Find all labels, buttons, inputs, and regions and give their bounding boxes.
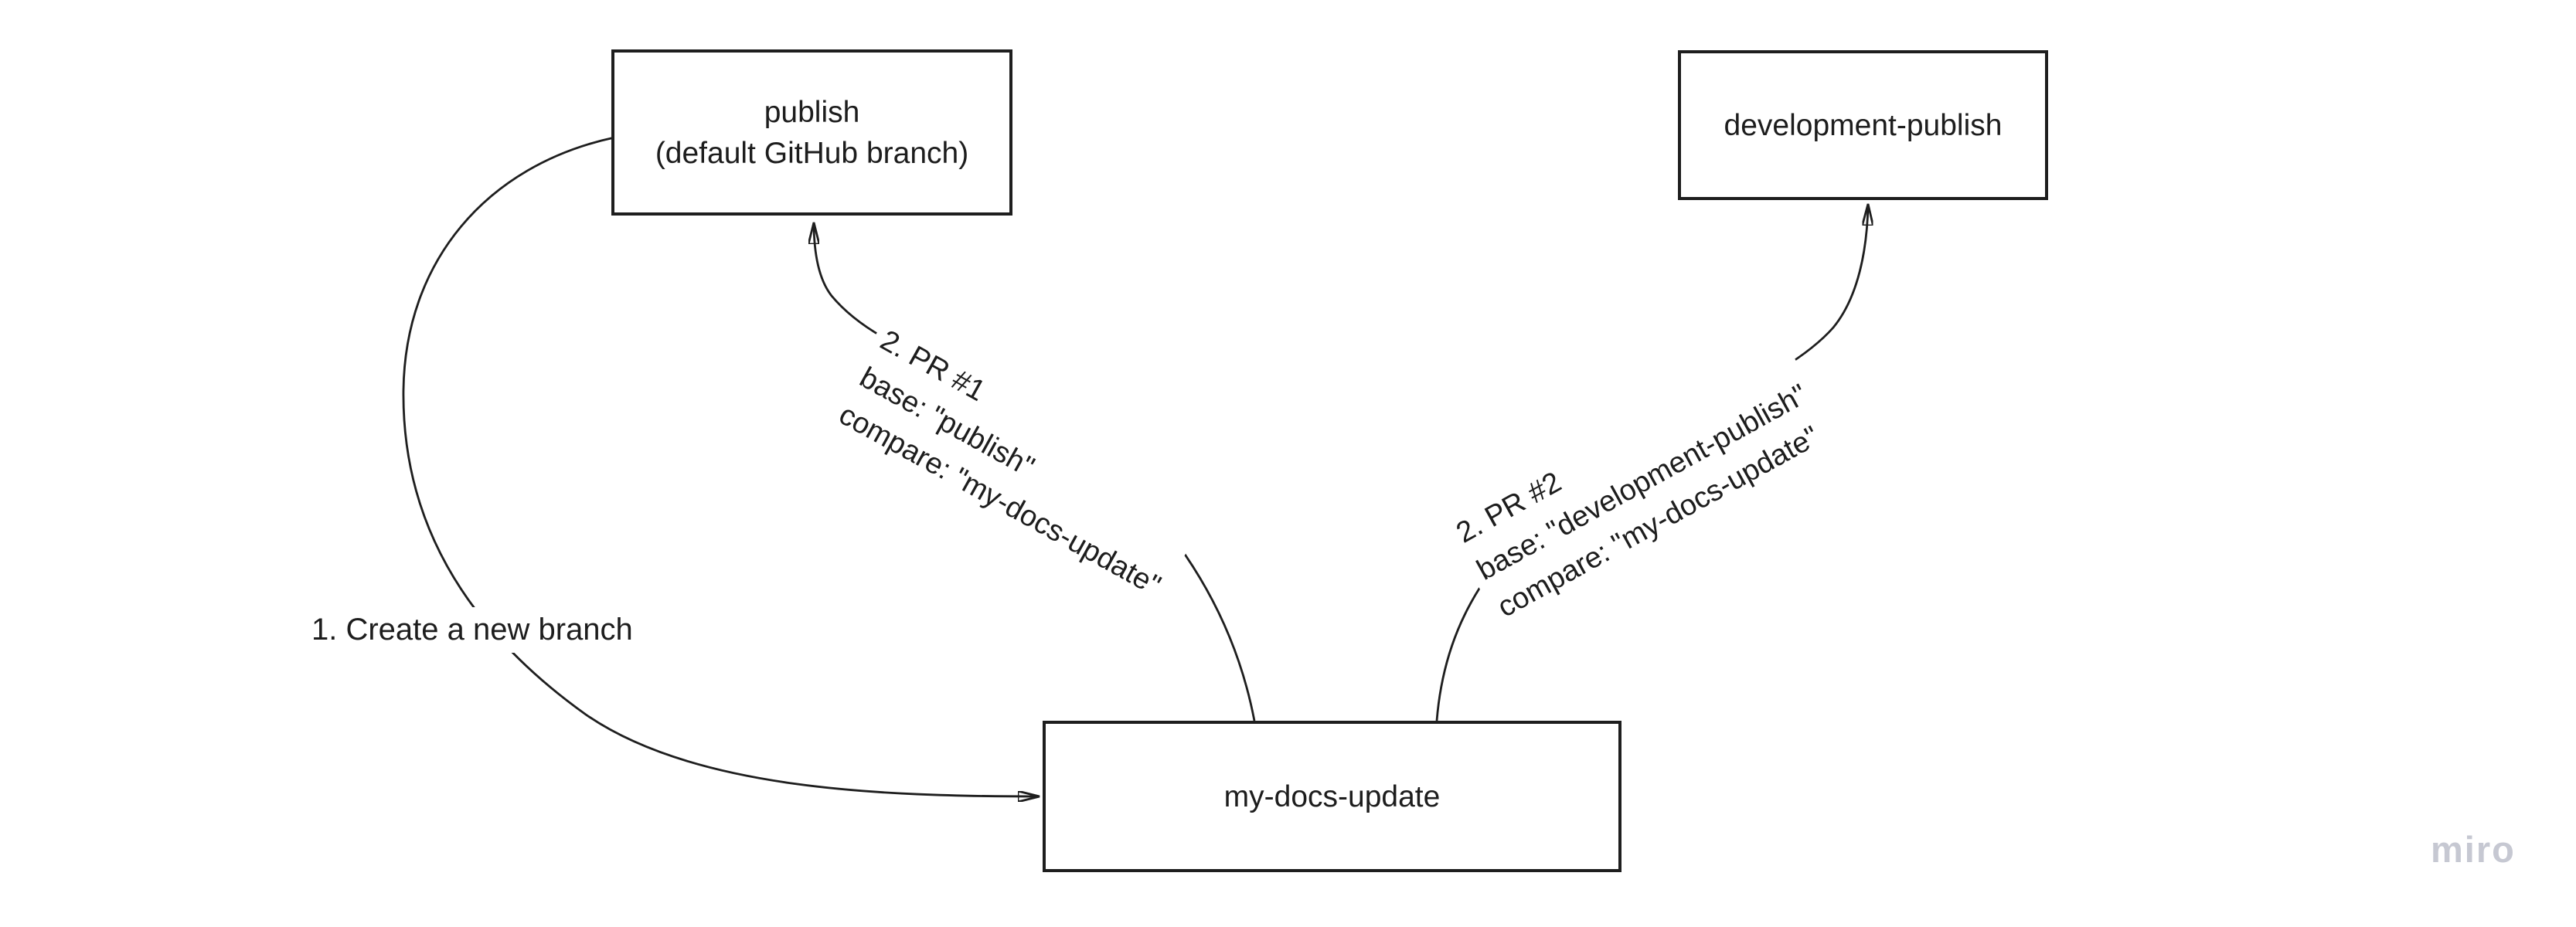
node-development-publish-label: development-publish <box>1724 108 2003 142</box>
node-publish: publish (default GitHub branch) <box>611 49 1012 216</box>
node-development-publish: development-publish <box>1678 50 2048 200</box>
connector-create-branch <box>402 136 1040 796</box>
miro-watermark-logo: miro <box>2431 829 2516 870</box>
node-my-docs-update-label: my-docs-update <box>1223 779 1441 813</box>
node-publish-line1: publish <box>764 95 860 129</box>
node-publish-line2: (default GitHub branch) <box>655 136 969 170</box>
node-my-docs-update: my-docs-update <box>1043 721 1621 872</box>
edge-label-create-branch: 1. Create a new branch <box>302 607 642 653</box>
